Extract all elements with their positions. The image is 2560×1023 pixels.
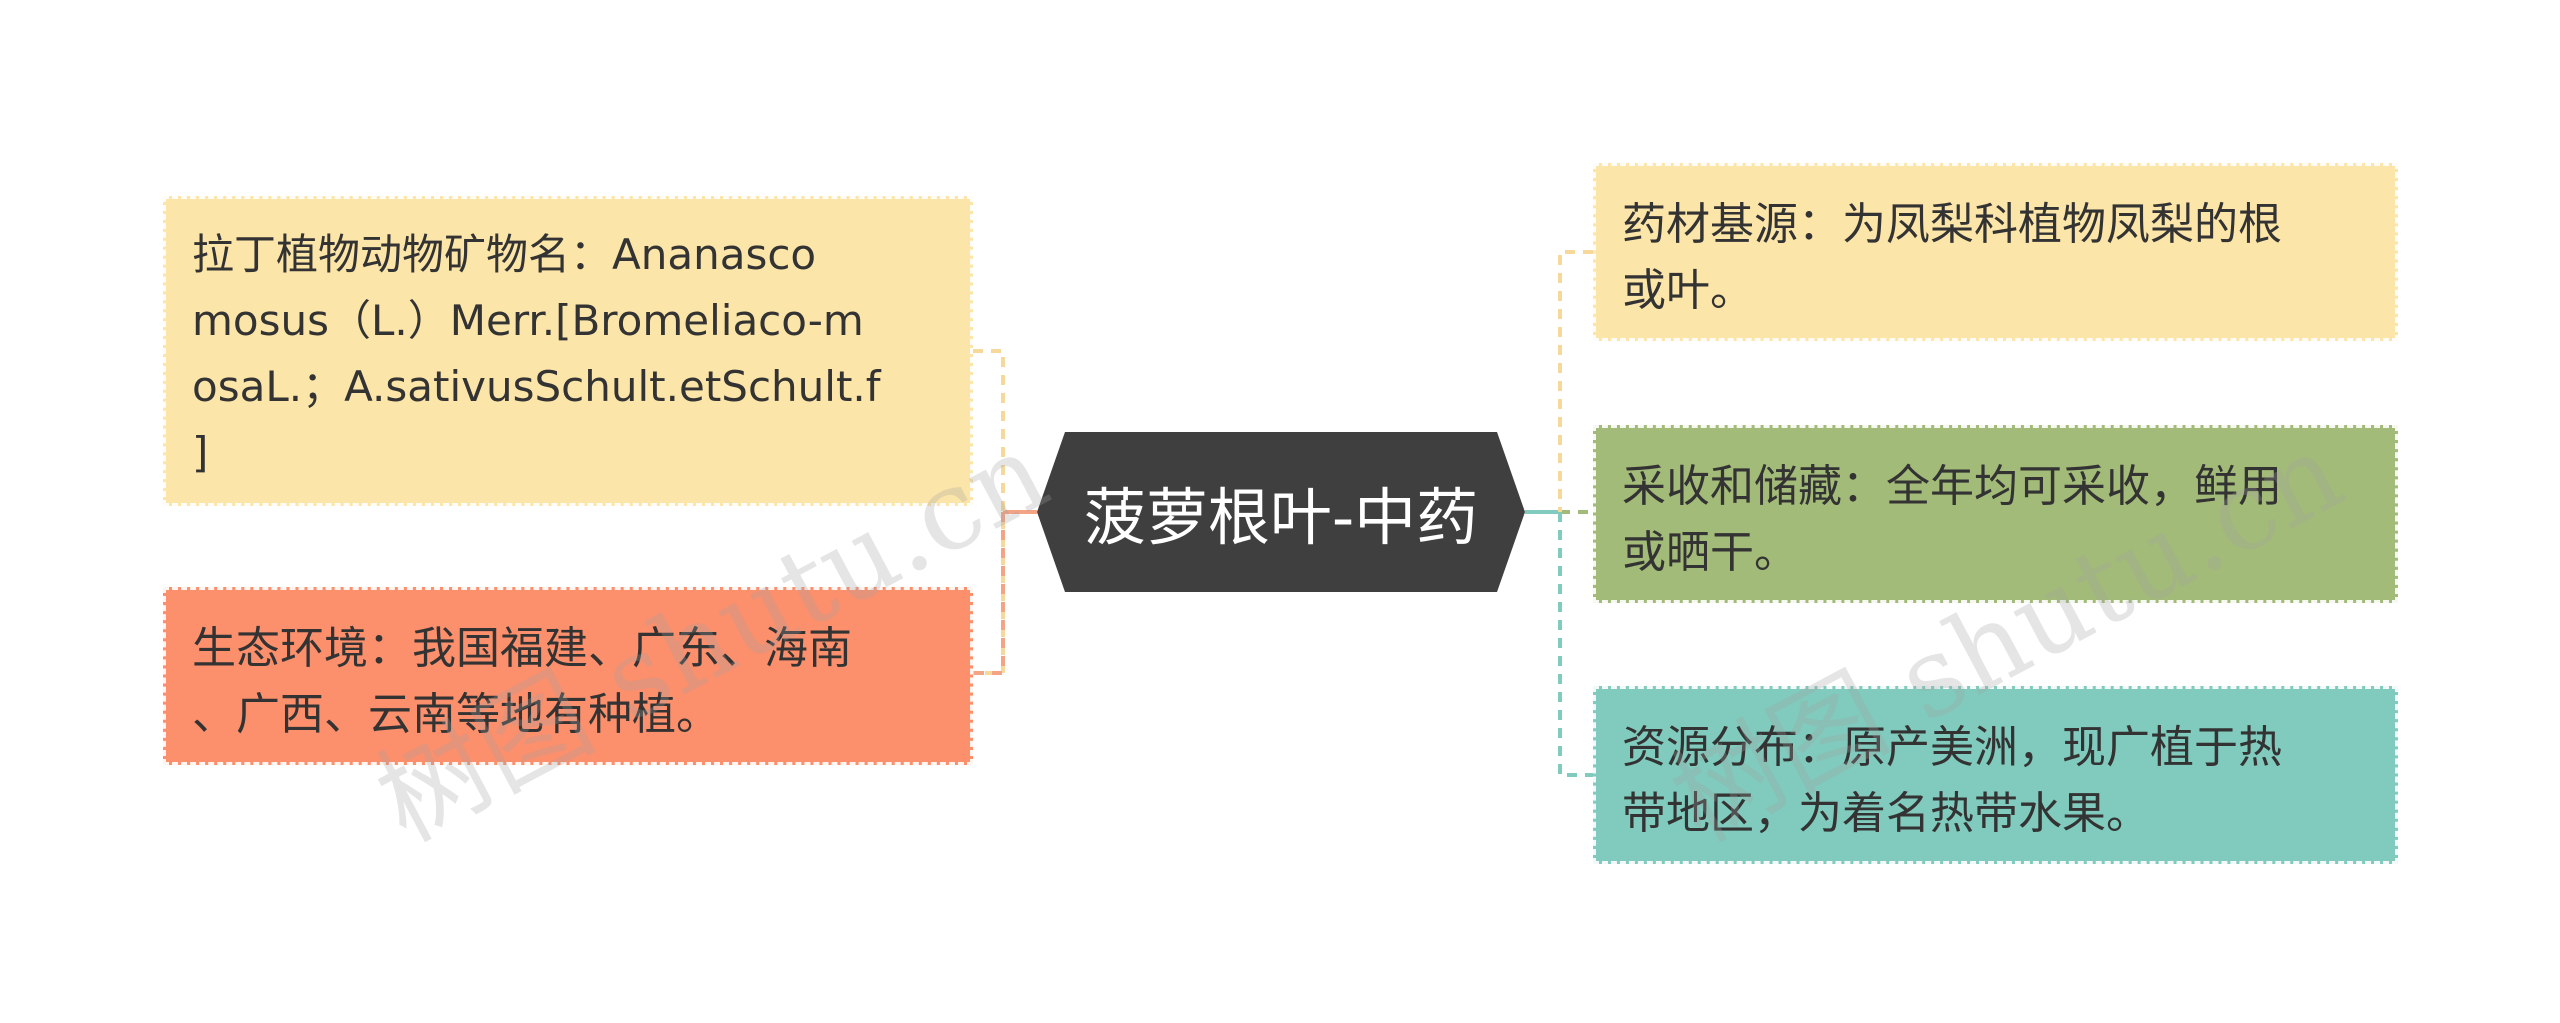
center-topic[interactable]: 菠萝根叶-中药 (1037, 432, 1525, 592)
right-node-harvest[interactable]: 采收和储藏：全年均可采收，鲜用 或晒干。 (1593, 425, 2398, 603)
center-hexagon-shape (1037, 432, 1525, 592)
node-line: osaL.；A.sativusSchult.etSchult.f (192, 362, 881, 411)
node-line: 药材基源：为凤梨科植物凤梨的根 (1622, 199, 2282, 250)
node-line: mosus（L.）Merr.[Bromeliaco-m (192, 296, 864, 345)
left-node-latin-name[interactable]: 拉丁植物动物矿物名：Ananasco mosus（L.）Merr.[Bromel… (163, 196, 973, 506)
node-line: 采收和储藏：全年均可采收，鲜用 (1622, 461, 2282, 512)
node-line: 或晒干。 (1622, 527, 1798, 578)
node-line: 、广西、云南等地有种植。 (192, 689, 720, 740)
node-line: 或叶。 (1622, 265, 1754, 316)
right-node-distribution[interactable]: 资源分布：原产美洲，现广植于热 带地区，为着名热带水果。 (1593, 686, 2398, 864)
node-line: 资源分布：原产美洲，现广植于热 (1622, 722, 2282, 773)
right-node-source[interactable]: 药材基源：为凤梨科植物凤梨的根 或叶。 (1593, 163, 2398, 341)
center-title: 菠萝根叶-中药 (1083, 481, 1479, 554)
left-node-ecology[interactable]: 生态环境：我国福建、广东、海南 、广西、云南等地有种植。 (163, 587, 973, 765)
node-line: 带地区，为着名热带水果。 (1622, 788, 2150, 839)
node-line: 拉丁植物动物矿物名：Ananasco (192, 230, 817, 279)
node-line: ] (192, 428, 209, 477)
node-line: 生态环境：我国福建、广东、海南 (192, 623, 852, 674)
